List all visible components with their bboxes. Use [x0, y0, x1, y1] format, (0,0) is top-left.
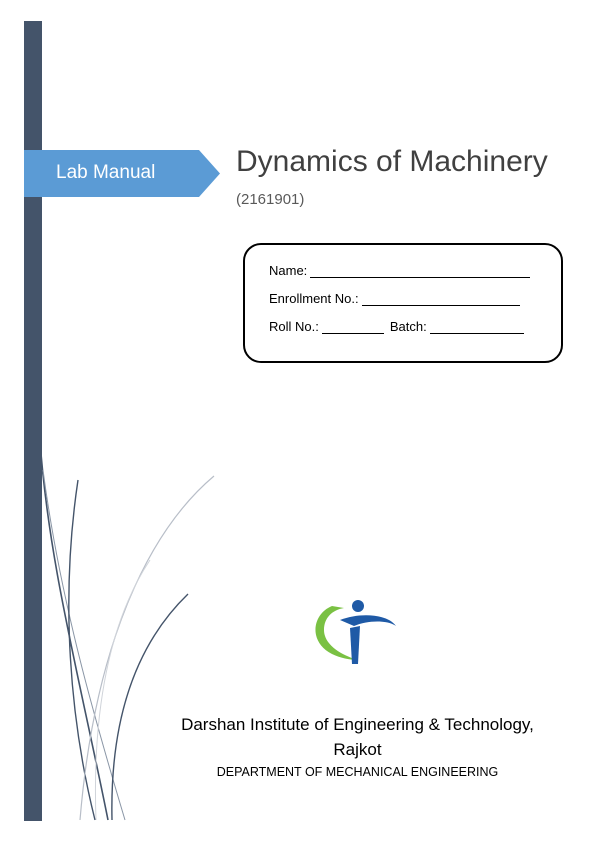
tag-label: Lab Manual	[56, 162, 156, 183]
name-label: Name:	[269, 263, 308, 278]
name-row: Name:	[269, 263, 531, 278]
roll-blank[interactable]	[321, 320, 384, 334]
name-blank[interactable]	[310, 264, 531, 278]
enrollment-row: Enrollment No.:	[269, 291, 520, 306]
lab-manual-tag: Lab Manual	[24, 150, 220, 197]
department-name: DEPARTMENT OF MECHANICAL ENGINEERING	[216, 765, 499, 779]
roll-batch-row: Roll No.: Batch:	[269, 319, 524, 334]
institute-city: Rajkot	[333, 740, 382, 759]
roll-label: Roll No.:	[269, 319, 319, 334]
institute-name: Darshan Institute of Engineering & Techn…	[181, 715, 534, 734]
batch-label: Batch:	[389, 319, 427, 334]
document-title: Dynamics of Machinery	[236, 145, 548, 178]
student-info-box: Name: Enrollment No.: Roll No.: Batch:	[243, 243, 563, 363]
course-code: (2161901)	[236, 191, 305, 208]
enrollment-label: Enrollment No.:	[269, 291, 359, 306]
enrollment-blank[interactable]	[361, 292, 520, 306]
left-sidebar-bar	[24, 21, 42, 821]
institute-logo	[315, 600, 396, 664]
batch-blank[interactable]	[429, 320, 524, 334]
